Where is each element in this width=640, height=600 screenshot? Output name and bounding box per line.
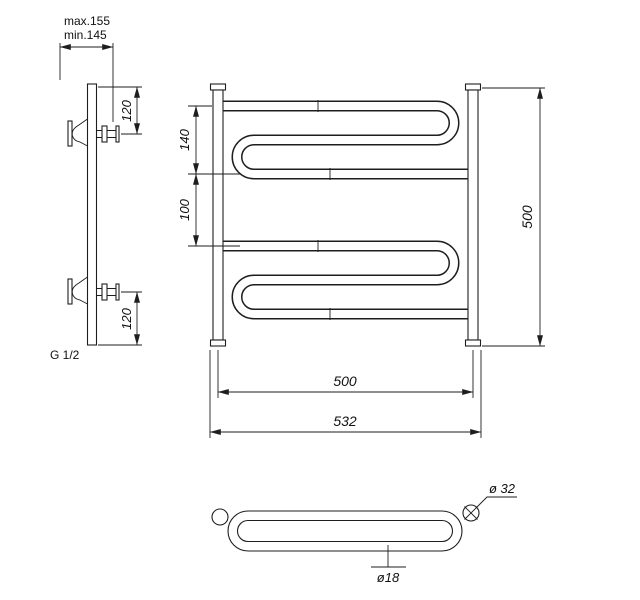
- weld-marks: [317, 100, 331, 320]
- bottom-spacing-label: 120: [119, 307, 134, 329]
- lower-coil: [218, 240, 472, 320]
- upper-coil: [218, 100, 472, 180]
- max-depth-label: max.155: [64, 14, 110, 28]
- dim-overall-width: 532: [209, 350, 482, 438]
- left-post-section: [211, 508, 229, 526]
- coil-spacing-label: 100: [177, 198, 192, 220]
- coil-height-label: 140: [177, 128, 192, 150]
- upper-wall-bracket: [67, 118, 120, 147]
- dim-rail-width: 500: [217, 350, 474, 398]
- right-post: [464, 83, 482, 347]
- tube-diameter-label: ø18: [377, 570, 400, 585]
- overall-width-label: 532: [333, 413, 357, 429]
- dim-overall-height: 500: [482, 87, 545, 347]
- wall-plate: [86, 83, 98, 346]
- thread-label: G 1/2: [50, 348, 80, 362]
- left-post: [209, 83, 227, 347]
- dim-coil-height: 140: [177, 105, 240, 175]
- tube-diameter-callout: ø18: [371, 545, 406, 585]
- lower-wall-bracket: [67, 276, 120, 305]
- overall-height-label: 500: [519, 205, 535, 229]
- side-view: max.155 min.145: [50, 14, 142, 362]
- dim-bottom-spacing: 120: [98, 291, 142, 346]
- collector-diameter-callout: ø 32: [475, 481, 517, 509]
- dim-coil-spacing: 100: [177, 173, 240, 247]
- rail-width-label: 500: [333, 373, 357, 389]
- coil-outline-inner: [236, 519, 454, 543]
- dim-depth: [59, 43, 114, 122]
- front-view: 140 100 500 500 532: [177, 83, 545, 438]
- collector-diameter-label: ø 32: [489, 481, 516, 496]
- top-view: ø 32 ø18: [211, 481, 517, 585]
- right-post-section: [462, 504, 480, 522]
- dim-top-spacing: 120: [98, 86, 142, 135]
- top-spacing-label: 120: [119, 99, 134, 121]
- min-depth-label: min.145: [64, 28, 107, 42]
